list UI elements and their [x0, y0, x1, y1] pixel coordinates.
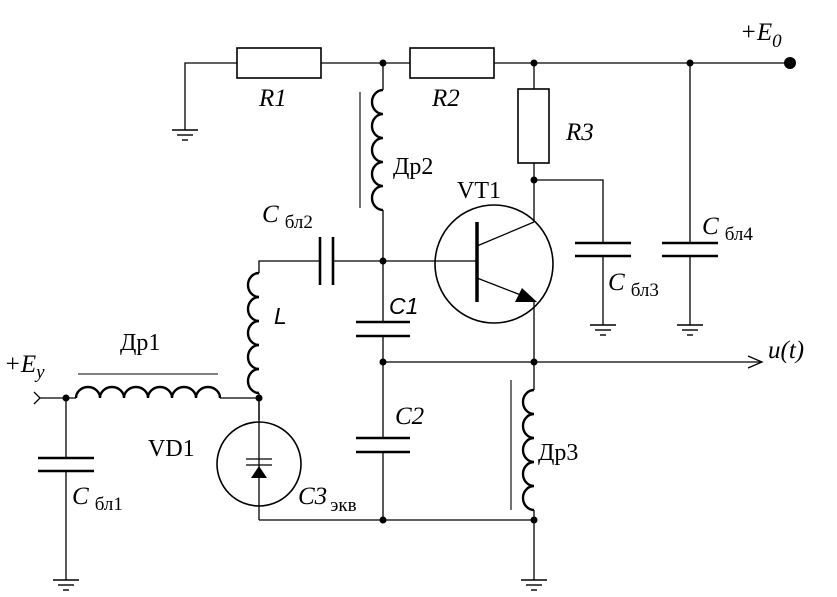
label-r2: R2: [431, 85, 460, 112]
top-rail: [184, 62, 790, 130]
junction-dots: [62, 59, 694, 524]
ground-dr3: [520, 579, 548, 591]
ground-cbl3: [589, 324, 617, 336]
label-dr2: Др2: [393, 154, 433, 180]
ground-cbl1: [52, 579, 80, 591]
label-dr1: Др1: [120, 330, 160, 356]
output-line: [383, 355, 764, 369]
capacitor-cbl4: [662, 63, 718, 325]
choke-dr1: [33, 373, 259, 405]
transistor-vt1: [434, 204, 554, 362]
choke-dr2: [359, 63, 384, 322]
supply-terminal-e0: [784, 57, 796, 69]
ground-r1: [171, 129, 199, 141]
label-e0: +E0: [740, 19, 782, 52]
label-r3: R3: [565, 119, 594, 146]
label-output: u(t): [768, 337, 804, 364]
resistor-r2: [409, 47, 495, 79]
label-vt1: VT1: [457, 178, 501, 204]
label-c1: C1: [389, 293, 418, 319]
label-vd1: VD1: [148, 436, 195, 462]
label-r1: R1: [258, 85, 287, 112]
resistor-r1: [236, 47, 322, 79]
label-ey: +Eу: [4, 351, 45, 383]
choke-dr3: [510, 362, 535, 580]
resistor-r3-branch: [517, 63, 604, 243]
ground-cbl4: [676, 324, 704, 336]
label-l: L: [274, 303, 287, 329]
capacitor-cbl1: [38, 398, 94, 580]
capacitor-cbl3: [575, 241, 631, 325]
label-dr3: Др3: [538, 440, 578, 466]
capacitor-c1: [356, 320, 410, 438]
varactor-vd1: [216, 400, 302, 520]
label-c2: C2: [395, 403, 424, 430]
capacitor-cbl2: [258, 237, 436, 285]
capacitor-c2: [356, 436, 410, 520]
